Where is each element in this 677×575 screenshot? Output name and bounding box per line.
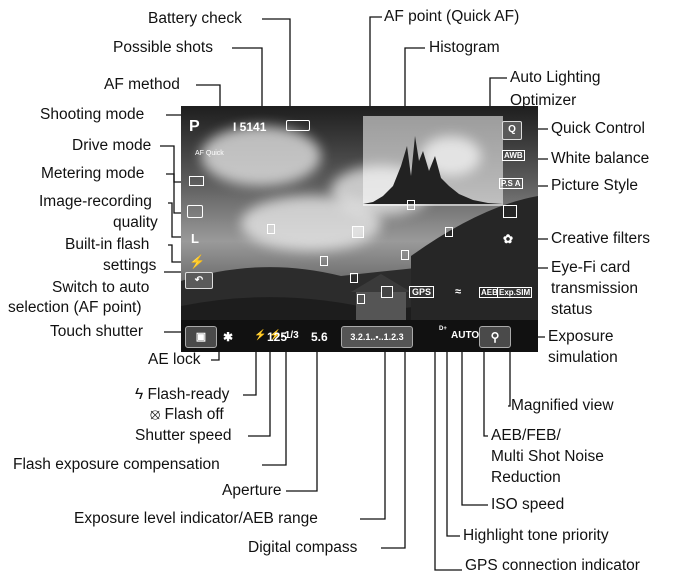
drive-mode-icon[interactable] (189, 176, 204, 186)
exposure-level-indicator: 3.2.1..▪..1.2.3 (341, 326, 413, 348)
label-magnified-view: Magnified view (511, 397, 614, 414)
switch-auto-af-button[interactable]: ↶ (185, 272, 213, 289)
label-image-recording-1: Image-recording (39, 193, 152, 210)
label-shooting-mode: Shooting mode (40, 106, 145, 123)
label-quick-control: Quick Control (551, 120, 645, 137)
label-exposure-sim-2: simulation (548, 349, 618, 366)
auto-lighting-icon[interactable] (503, 205, 517, 218)
af-point[interactable] (401, 250, 409, 260)
exposure-sim: Exp.SIM (497, 287, 533, 298)
label-image-recording-2: quality (113, 214, 158, 231)
label-aeb-1: AEB/FEB/ (491, 427, 561, 444)
label-af-point: AF point (Quick AF) (384, 8, 520, 25)
picture-style[interactable]: P.S A (499, 178, 523, 189)
battery-icon (286, 120, 310, 131)
label-af-method: AF method (104, 76, 180, 93)
label-eyefi-1: Eye-Fi card (551, 259, 631, 276)
af-point[interactable] (357, 294, 365, 304)
label-highlight-tone: Highlight tone priority (463, 527, 609, 544)
label-builtin-flash-1: Built-in flash (65, 236, 150, 253)
label-drive-mode: Drive mode (72, 137, 152, 154)
label-iso-speed: ISO speed (491, 496, 565, 513)
flash-ready-icon: ⚡ (254, 330, 267, 341)
creative-filters-icon[interactable]: ✿ (503, 232, 514, 246)
label-aperture: Aperture (222, 482, 282, 499)
label-exposure-sim-1: Exposure (548, 328, 614, 345)
quality[interactable]: L (191, 231, 199, 246)
af-point-selected[interactable] (352, 226, 364, 238)
af-point[interactable] (350, 273, 358, 283)
label-flash-off: ⦻ Flash off (150, 406, 224, 423)
touch-shutter-button[interactable]: ▣ (185, 326, 217, 348)
compass-icon (381, 286, 393, 298)
flash-comp: ⚡-1/3 (269, 330, 299, 341)
af-point[interactable] (445, 227, 453, 237)
shots-value: 5141 (239, 120, 267, 134)
label-auto-lighting-2: Optimizer (510, 92, 577, 109)
label-possible-shots: Possible shots (113, 39, 213, 56)
label-aeb-2: Multi Shot Noise (491, 448, 604, 465)
label-eyefi-2: transmission (551, 280, 638, 297)
bottom-info-bar: ▣ ✱ ⚡ ⚡-1/3 125 5.6 3.2.1..▪..1.2.3 D+ A… (181, 320, 538, 352)
label-eyefi-3: status (551, 301, 593, 318)
label-switch-auto-2: selection (AF point) (8, 299, 142, 316)
flash-comp-value: -1/3 (281, 330, 299, 341)
af-point[interactable] (407, 200, 415, 210)
gps-indicator: GPS (409, 286, 435, 298)
quick-control-button[interactable]: Q (502, 121, 522, 140)
eyefi-icon: ≈ (455, 286, 462, 298)
label-shutter-speed: Shutter speed (135, 427, 232, 444)
label-aeb-3: Reduction (491, 469, 561, 486)
label-white-balance: White balance (551, 150, 650, 167)
label-auto-lighting-1: Auto Lighting (510, 69, 601, 86)
label-gps-indicator: GPS connection indicator (465, 557, 640, 574)
shooting-mode[interactable]: P (189, 118, 200, 135)
label-creative-filters: Creative filters (551, 230, 651, 247)
label-battery-check: Battery check (148, 10, 242, 27)
cloud (241, 196, 381, 251)
histogram-graph (363, 116, 503, 206)
shutter-speed: 125 (267, 330, 288, 344)
label-exp-level: Exposure level indicator/AEB range (74, 510, 318, 527)
ae-lock-icon: ✱ (223, 330, 234, 344)
cloud (201, 126, 321, 186)
aperture: 5.6 (311, 330, 328, 344)
label-switch-auto-1: Switch to auto (52, 279, 150, 296)
label-histogram: Histogram (429, 39, 500, 56)
label-picture-style: Picture Style (551, 177, 639, 194)
white-balance[interactable]: AWB (502, 150, 525, 161)
flash-settings-icon[interactable]: ⚡ (189, 254, 206, 269)
label-digital-compass: Digital compass (248, 539, 358, 556)
af-method[interactable]: AF Quick (195, 150, 224, 157)
possible-shots: I 5141 (233, 120, 267, 134)
label-metering-mode: Metering mode (41, 165, 145, 182)
af-point[interactable] (267, 224, 275, 234)
camera-lcd-screen: P I 5141 AF Quick L ⚡ ↶ Q AWB P.S A ✿ GP… (181, 106, 538, 352)
label-touch-shutter: Touch shutter (50, 323, 144, 340)
iso-speed: AUTO (451, 330, 480, 341)
label-flash-ready: ϟ Flash-ready (135, 386, 230, 403)
magnify-button[interactable]: ⚲ (479, 326, 511, 348)
label-builtin-flash-2: settings (103, 257, 157, 274)
label-ae-lock: AE lock (148, 351, 201, 368)
metering-mode-icon[interactable] (187, 205, 203, 218)
af-point[interactable] (320, 256, 328, 266)
label-flash-exp-comp: Flash exposure compensation (13, 456, 220, 473)
highlight-tone-icon: D+ (439, 326, 447, 332)
